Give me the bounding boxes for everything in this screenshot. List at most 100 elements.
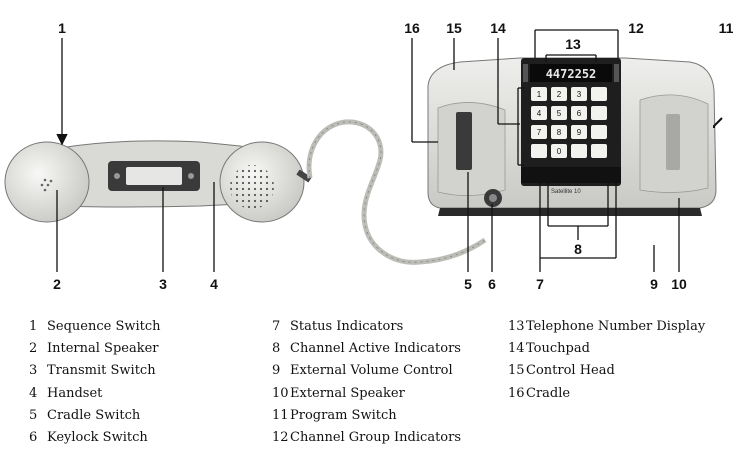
coiled-cord [306,119,487,265]
keypad-key[interactable] [571,144,587,158]
keypad-key[interactable] [571,125,587,139]
mouthpiece-grille [230,165,274,209]
legend-number: 11 [272,407,289,423]
callout-2: 2 [53,276,61,292]
keypad-key[interactable] [591,106,607,120]
channel-group-indicator-right [614,64,619,82]
callout-10: 10 [671,276,687,292]
legend-label: Touchpad [526,341,590,357]
internal-speaker-holes [40,178,53,192]
keypad-key[interactable] [531,87,547,101]
legend-number: 16 [508,385,525,401]
callout-7: 7 [536,276,544,292]
leader-lines [56,29,680,272]
legend-number: 8 [272,341,281,357]
legend-label: Channel Active Indicators [290,341,461,357]
keypad-key-label: 5 [557,109,562,118]
legend-label: Telephone Number Display [526,319,706,334]
brand-label: Satellite 10 [551,189,581,195]
keypad-key-label: 3 [577,90,582,99]
legend-label: Program Switch [290,407,397,423]
legend-number: 6 [29,430,38,446]
legend-item: 13Telephone Number Display [508,316,705,338]
legend-item: 8 Channel Active Indicators [272,338,461,360]
keypad-key[interactable] [551,87,567,101]
legend-label: External Speaker [290,385,405,401]
external-speaker [666,114,680,170]
legend-column-2: 7 Status Indicators 8 Channel Active Indica… [272,316,461,449]
legend-label: Cradle [526,385,571,401]
callout-numbers: 1 2 3 4 5 6 7 8 9 10 11 12 13 14 15 16 [53,20,734,292]
keypad-key[interactable] [591,144,607,158]
program-switch [713,117,723,128]
legend-number: 5 [29,407,38,423]
legend-number: 2 [29,341,38,357]
handset [4,140,312,223]
legend-number: 10 [272,385,289,401]
legend-number: 7 [272,319,281,334]
legend-item: 12Channel Group Indicators [272,427,461,449]
callout-6: 6 [488,276,496,292]
legend-number: 14 [508,341,525,357]
keypad-key[interactable] [571,106,587,120]
keypad-key[interactable] [551,106,567,120]
display-number: 4472252 [546,67,597,81]
keypad-key-label: 4 [537,109,542,118]
legend-number: 1 [29,319,38,334]
legend-label: Cradle Switch [47,407,141,423]
legend-label: Control Head [526,363,615,379]
legend-item: 7 Status Indicators [272,316,461,338]
legend-item: 15Control Head [508,360,705,382]
callout-5: 5 [464,276,472,292]
keypad-key-label: 6 [577,109,582,118]
legend-label: Status Indicators [290,319,404,334]
status-indicator-strip [521,167,621,183]
keypad-key[interactable] [531,125,547,139]
keypad-key[interactable] [531,106,547,120]
callout-13: 13 [565,36,581,52]
legend-number: 15 [508,363,525,379]
callout-8: 8 [574,241,582,257]
legend-item: 2 Internal Speaker [29,338,161,360]
keypad-key-label: 8 [557,128,562,137]
legend-number: 12 [272,430,289,446]
base-foot [438,208,702,216]
keypad-key[interactable] [571,87,587,101]
keypad-key-label: 2 [557,90,562,99]
legend-label: Transmit Switch [47,363,156,379]
keypad-key-label: 7 [537,128,542,137]
keypad-key[interactable] [551,144,567,158]
legend-item: 10External Speaker [272,383,461,405]
cradle-switch [456,112,472,170]
legend-item: 16Cradle [508,383,705,405]
callout-3: 3 [159,276,167,292]
callout-4: 4 [210,276,218,292]
keypad-key-label: 1 [537,90,542,99]
legend-item: 14Touchpad [508,338,705,360]
callout-15: 15 [446,20,462,36]
legend-label: Handset [47,385,103,401]
callout-16: 16 [404,20,420,36]
callout-14: 14 [490,20,506,36]
keypad-key[interactable] [531,144,547,158]
legend-number: 13 [508,319,525,334]
keypad-key[interactable] [591,125,607,139]
keypad-key-label: 0 [557,147,562,156]
control-head: 4472252 1 2 3 4 5 6 7 8 9 0 Satellite 10 [427,57,717,216]
callout-12: 12 [628,20,644,36]
legend-item: 5 Cradle Switch [29,405,161,427]
channel-group-indicator-left [523,64,528,82]
callout-11: 11 [719,20,734,36]
keypad-key[interactable] [591,87,607,101]
touchpad: 1 2 3 4 5 6 7 8 9 0 [531,87,607,158]
keypad-key[interactable] [551,125,567,139]
legend-item: 11Program Switch [272,405,461,427]
legend-number: 3 [29,363,38,379]
keypad-key-label: 9 [577,128,582,137]
legend-label: Internal Speaker [47,341,159,357]
